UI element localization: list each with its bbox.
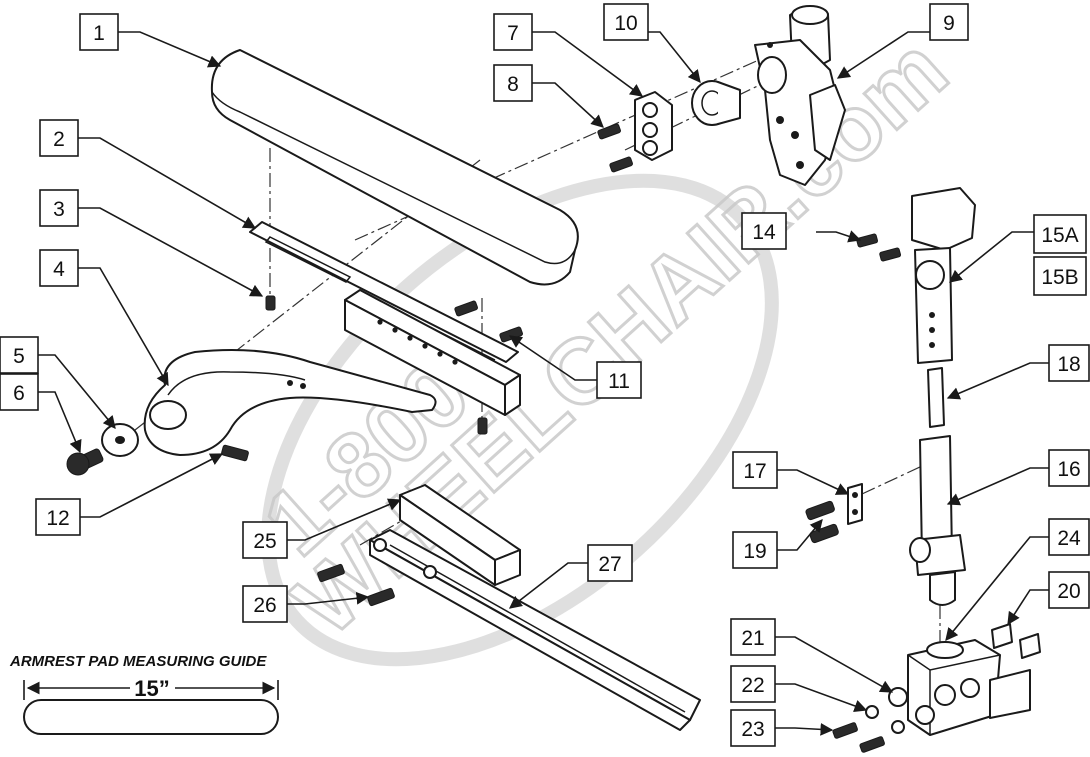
screw-14a [856,233,879,248]
lock-pin [927,367,945,428]
screw-14b [879,247,902,262]
callout-15a-label: 15A [1041,224,1078,247]
measuring-guide: ARMREST PAD MEASURING GUIDE 15” [9,653,279,735]
clamp-block [634,91,673,161]
callout-8: 8 [493,64,533,102]
callout-12-label: 12 [46,507,69,530]
callout-18-label: 18 [1057,353,1080,376]
upper-telescope-tube [911,187,976,364]
bushing [691,80,741,126]
callout-23-label: 23 [741,718,764,741]
callout-15b-label: 15B [1041,266,1078,289]
callout-22: 22 [730,665,776,703]
callout-11-label: 11 [608,370,630,393]
small-bracket [847,483,863,525]
callout-23: 23 [730,709,776,747]
callout-3: 3 [39,189,79,227]
slide-rail [369,529,701,731]
washer [101,423,139,457]
arm-frame [143,348,437,456]
callout-6: 6 [0,373,39,411]
callout-2: 2 [39,119,79,157]
callout-7: 7 [493,13,533,51]
small-washers [865,687,935,734]
callout-17-label: 17 [743,460,766,483]
callout-26: 26 [242,585,288,623]
callout-11: 11 [596,361,642,399]
callout-4: 4 [39,249,79,287]
screw-3 [265,295,276,311]
screw-11a [454,300,478,317]
screw-bottom [477,417,488,435]
screw-26a [317,563,345,583]
callout-22-label: 22 [741,674,764,697]
screw-12 [221,444,249,462]
callout-21-label: 21 [741,627,764,650]
callout-4-label: 4 [53,258,65,281]
clips [991,623,1041,659]
callout-21: 21 [730,618,776,656]
callout-26-label: 26 [253,594,276,617]
callouts: 1 2 3 4 5 6 7 8 9 10 11 12 14 15A 15B 16… [0,3,1090,747]
guide-title: ARMREST PAD MEASURING GUIDE [9,653,267,670]
screw-23b [859,736,885,753]
callout-6-label: 6 [13,382,25,405]
callout-9-label: 9 [943,12,955,35]
channel-bracket [344,289,521,416]
callout-10-label: 10 [614,12,637,35]
screw-8b [609,156,633,173]
callout-27-label: 27 [598,553,621,576]
callout-20: 20 [1048,571,1090,609]
callout-1: 1 [79,13,119,51]
pivot-housing [754,5,846,186]
callout-10: 10 [603,3,649,41]
callout-18: 18 [1048,344,1090,382]
callout-16: 16 [1048,449,1090,487]
callout-25-label: 25 [253,530,276,553]
callout-19: 19 [732,531,778,569]
callout-17: 17 [732,451,778,489]
callout-14-label: 14 [752,221,776,244]
callout-20-label: 20 [1057,580,1080,603]
callout-5-label: 5 [13,345,25,368]
slide-tube [399,484,521,586]
screw-19b [809,523,839,544]
callout-16-label: 16 [1057,458,1080,481]
screw-11b [499,326,523,343]
screw-23a [832,722,858,739]
leader-lines [38,31,1049,736]
callout-14: 14 [741,212,787,250]
callout-8-label: 8 [507,73,519,96]
screw-8a [597,123,621,140]
callout-7-label: 7 [507,22,519,45]
callout-3-label: 3 [53,198,65,221]
callout-15a: 15A [1033,214,1087,254]
callout-19-label: 19 [743,540,766,563]
callout-15b: 15B [1033,256,1087,296]
callout-5: 5 [0,336,39,374]
callout-25: 25 [242,521,288,559]
screw-19a [805,500,835,521]
lower-telescope-tube [909,435,966,606]
guide-dimension: 15” [134,676,169,701]
callout-12: 12 [35,498,81,536]
large-bolt [66,448,104,476]
armrest-pad [210,49,579,286]
callout-24-label: 24 [1057,527,1081,550]
callout-27: 27 [587,544,633,582]
callout-24: 24 [1048,518,1090,556]
callout-2-label: 2 [53,128,65,151]
callout-1-label: 1 [93,22,105,45]
guide-pad-outline [23,699,279,735]
callout-9: 9 [929,3,969,41]
